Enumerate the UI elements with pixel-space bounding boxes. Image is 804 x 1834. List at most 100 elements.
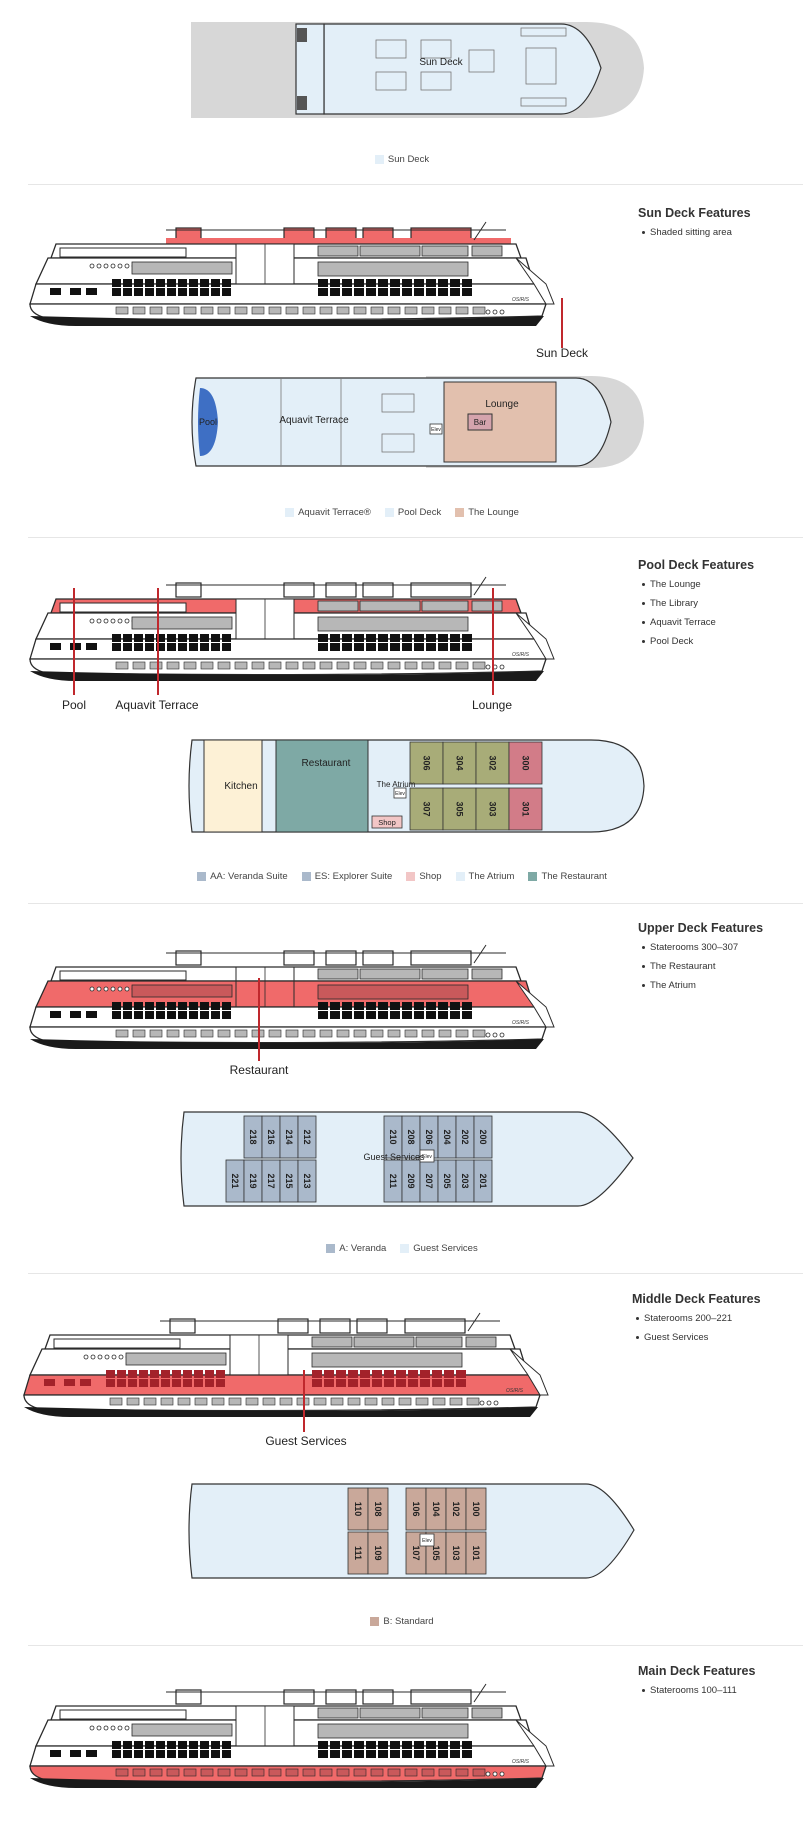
callout-guest-services: Guest Services	[265, 1434, 347, 1448]
ship-name-text: OSIRIS	[512, 652, 530, 658]
feature-item: The Library	[641, 598, 754, 609]
features-title: Main Deck Features	[638, 1664, 756, 1678]
main-deck-features: Main Deck Features Staterooms 100–111	[638, 1664, 755, 1704]
features-title: Middle Deck Features	[632, 1292, 761, 1306]
legend-label: A: Veranda	[339, 1243, 387, 1254]
sun-deck-legend: Sun Deck	[0, 154, 804, 165]
elevator-label: Elev	[395, 791, 405, 797]
feature-item: The Restaurant	[641, 961, 763, 972]
stateroom	[465, 1487, 487, 1531]
legend-item: A: Veranda	[326, 1243, 386, 1254]
legend-swatch	[400, 1244, 410, 1253]
legend-swatch	[374, 155, 384, 164]
stateroom-number: 109	[373, 1545, 383, 1560]
legend-label: Pool Deck	[397, 507, 442, 518]
legend-label: Guest Services	[413, 1243, 478, 1254]
ship-profile-upper: OSIRIS	[29, 944, 555, 1049]
stateroom	[465, 1531, 487, 1575]
stateroom-number: 301	[521, 801, 531, 816]
middle-deck-legend: A: Veranda Guest Services	[0, 1243, 804, 1254]
pool-label: Pool	[199, 417, 217, 427]
stateroom-number: 211	[388, 1174, 398, 1189]
legend-label: Aquavit Terrace®	[298, 507, 371, 518]
feature-item: Staterooms 100–111	[641, 1685, 755, 1696]
stateroom	[475, 787, 510, 831]
stateroom	[508, 741, 543, 785]
callout-sun-deck: Sun Deck	[535, 346, 589, 360]
legend-swatch	[370, 1617, 380, 1626]
elevator-label: Elev	[431, 427, 441, 433]
stateroom-number: 212	[302, 1129, 312, 1144]
legend-item: ES: Explorer Suite	[301, 871, 393, 882]
atrium-label: The Atrium	[377, 780, 416, 789]
legend-swatch	[455, 508, 465, 517]
stateroom-number: 101	[471, 1545, 481, 1560]
ship-structure: OSIRIS	[29, 1683, 555, 1788]
guest-services-label: Guest Services	[363, 1152, 425, 1162]
callout-line	[157, 588, 159, 695]
upper-deck-legend: AA: Veranda Suite ES: Explorer Suite Sho…	[0, 871, 804, 882]
stateroom	[367, 1487, 389, 1531]
stateroom-number: 303	[488, 801, 498, 816]
sun-deck-plan-label: Sun Deck	[419, 57, 463, 68]
stateroom	[367, 1531, 389, 1575]
legend-item: AA: Veranda Suite	[197, 871, 288, 882]
stateroom	[473, 1159, 493, 1203]
stateroom-number: 215	[284, 1173, 294, 1188]
stateroom-number: 217	[266, 1173, 276, 1188]
feature-item: Pool Deck	[641, 636, 754, 647]
stateroom-number: 307	[422, 801, 432, 816]
stateroom-number: 302	[488, 755, 498, 770]
legend-item: Shop	[406, 871, 442, 882]
callout-line	[73, 588, 75, 695]
legend-item: The Restaurant	[528, 871, 607, 882]
legend-label: Shop	[419, 871, 442, 882]
feature-item: Aquavit Terrace	[641, 617, 754, 628]
features-title: Upper Deck Features	[638, 921, 764, 935]
legend-item: Guest Services	[400, 1243, 478, 1254]
stateroom-number: 300	[521, 755, 531, 770]
ship-name-text: OSIRIS	[512, 1020, 530, 1026]
stateroom-number: 110	[353, 1502, 363, 1517]
legend-item: The Atrium	[455, 871, 514, 882]
feature-item: The Lounge	[641, 579, 754, 590]
aquavit-terrace-label: Aquavit Terrace	[279, 415, 349, 426]
legend-swatch	[406, 872, 416, 881]
middle-deck-features: Middle Deck Features Staterooms 200–221 …	[632, 1292, 761, 1351]
stateroom-number: 219	[248, 1173, 258, 1188]
legend-item: Sun Deck	[374, 154, 429, 165]
legend-label: ES: Explorer Suite	[314, 871, 393, 882]
stateroom-number: 209	[406, 1173, 416, 1188]
ship-name-text: OSIRIS	[512, 297, 530, 303]
callout-pool: Pool	[61, 698, 87, 712]
ship-structure: OSIRIS	[29, 576, 555, 681]
ship-profile-middle: OSIRIS	[23, 1312, 549, 1417]
section-divider	[28, 903, 803, 904]
callout-line	[303, 1370, 305, 1432]
stateroom-number: 111	[353, 1546, 363, 1560]
stateroom-number: 205	[442, 1173, 452, 1188]
legend-item: Aquavit Terrace®	[285, 507, 371, 518]
callout-line	[492, 588, 494, 695]
stateroom	[297, 1115, 317, 1159]
stateroom-number: 206	[424, 1129, 434, 1144]
stateroom-number: 207	[424, 1173, 434, 1188]
stateroom-number: 107	[411, 1545, 421, 1560]
legend-label: The Restaurant	[541, 871, 607, 882]
feature-item: Guest Services	[636, 1332, 761, 1343]
stateroom-number: 102	[451, 1501, 461, 1516]
stateroom-number: 208	[406, 1129, 416, 1144]
stateroom-number: 218	[248, 1129, 258, 1144]
section-divider	[28, 1273, 803, 1274]
stateroom	[442, 741, 477, 785]
feature-item: Shaded sitting area	[642, 227, 751, 238]
stateroom	[473, 1115, 493, 1159]
ship-structure: OSIRIS	[29, 944, 555, 1049]
stateroom-number: 105	[431, 1545, 441, 1560]
pool-deck-features: Pool Deck Features The Lounge The Librar…	[638, 558, 754, 655]
restaurant-label: Restaurant	[302, 758, 351, 769]
